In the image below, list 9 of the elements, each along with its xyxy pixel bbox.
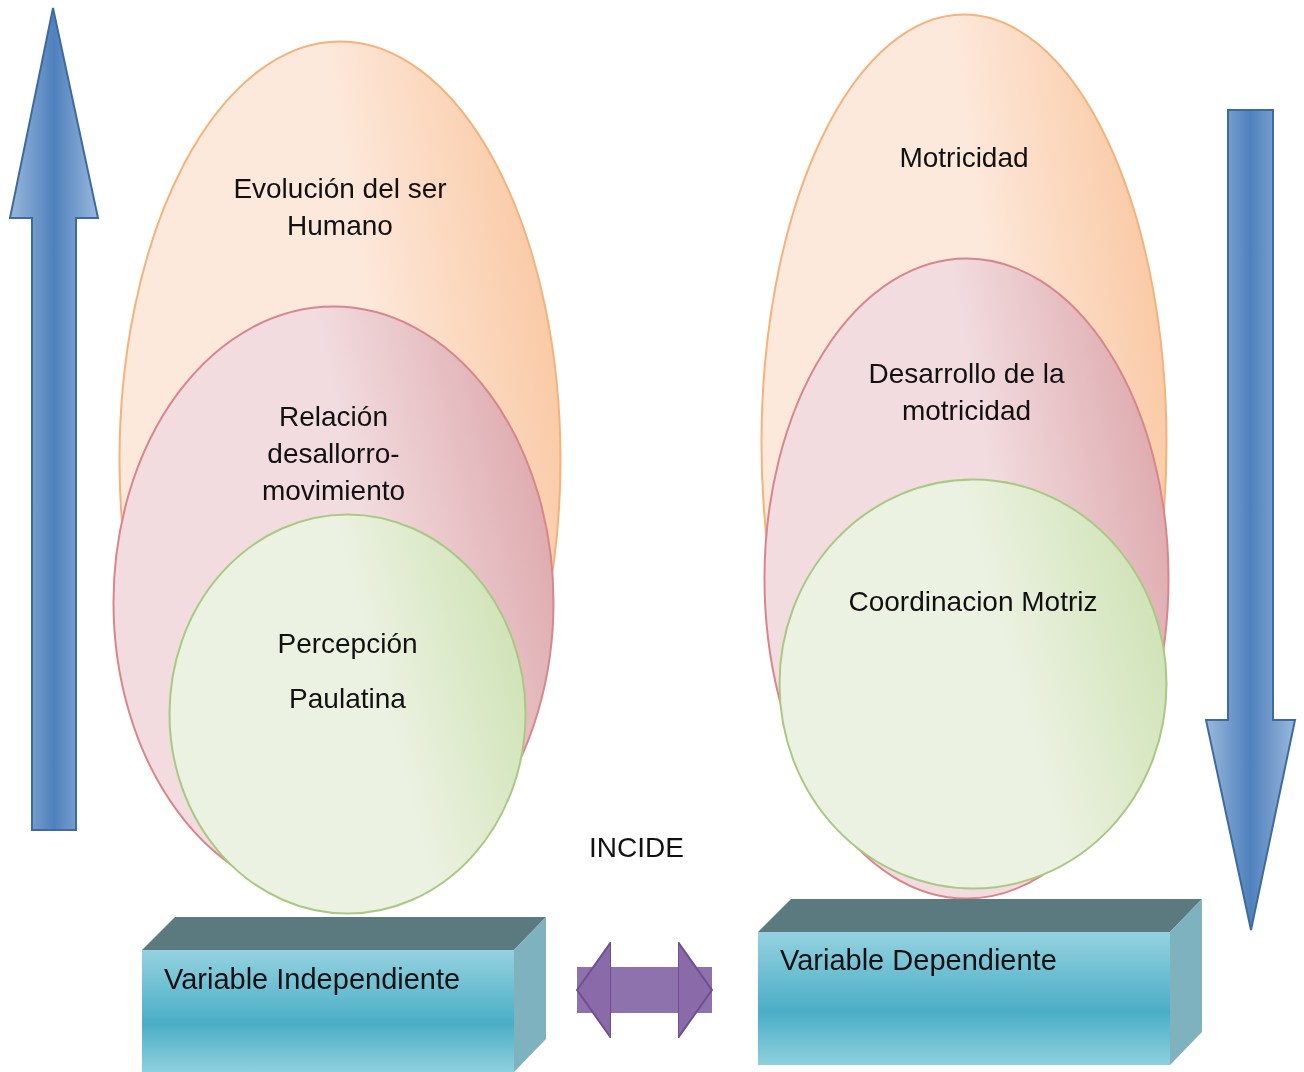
node-label: Motricidad xyxy=(898,141,1030,175)
node-label: Percepción Paulatina xyxy=(276,627,419,716)
block-label: Variable Independiente xyxy=(164,963,461,996)
node-label: Relación desallorro-movimiento xyxy=(260,400,407,508)
node-label: Coordinacion Motriz xyxy=(847,585,1099,619)
node-label: Evolución del ser Humano xyxy=(232,172,448,243)
node-label: Desarrollo de la motricidad xyxy=(867,357,1066,428)
double-arrow xyxy=(576,941,713,1039)
block-label: Variable Dependiente xyxy=(780,944,1057,977)
